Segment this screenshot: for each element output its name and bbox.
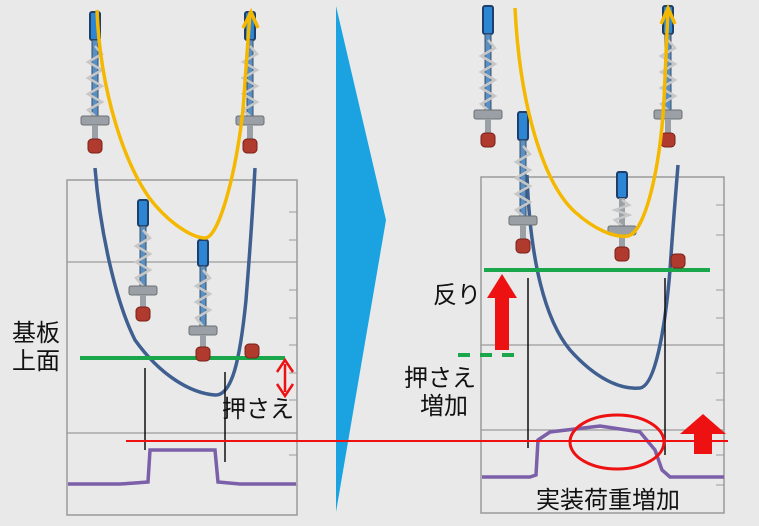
press-label: 押さえ — [222, 395, 294, 423]
pad-right-right-panel — [670, 253, 686, 269]
board-deflection-curve-right — [525, 164, 680, 390]
spring-curve-arrowhead-left — [241, 7, 260, 29]
transition-arrow — [336, 6, 386, 512]
right-panel — [458, 3, 726, 514]
right-frame-ticks — [716, 204, 724, 486]
load-trace-right — [482, 424, 724, 479]
press-pin-left — [127, 198, 159, 323]
substrate-label-line1: 基板 — [12, 319, 60, 347]
left-frame-ticks — [289, 211, 297, 486]
load-trace-left — [68, 448, 296, 486]
substrate-label-line2: 上面 — [12, 346, 60, 375]
press-pin-right — [187, 238, 219, 363]
warp-up-arrow — [487, 274, 517, 350]
pad-right-left-panel — [244, 343, 260, 359]
press-increase-label: 押さえ 増加 — [404, 364, 476, 420]
spring-curve-arrowhead-right — [659, 3, 677, 25]
warp-label: 反り — [433, 281, 481, 309]
press-increase-label-line1: 押さえ — [404, 364, 476, 392]
load-increase-label: 実装荷重増加 — [536, 486, 680, 514]
board-deflection-curve-left — [93, 167, 257, 397]
spring-force-curve-right — [513, 7, 670, 239]
left-frame — [66, 179, 298, 516]
press-double-arrow — [275, 357, 295, 399]
press-increase-label-line2: 増加 — [420, 391, 468, 420]
press-pin-right-right — [606, 170, 638, 263]
probe-pin-left-outer-right — [472, 4, 504, 149]
substrate-label: 基板 上面 — [12, 319, 60, 375]
left-panel — [66, 7, 298, 516]
load-increase-up-arrow — [680, 414, 726, 454]
spring-force-curve-left — [95, 9, 252, 240]
